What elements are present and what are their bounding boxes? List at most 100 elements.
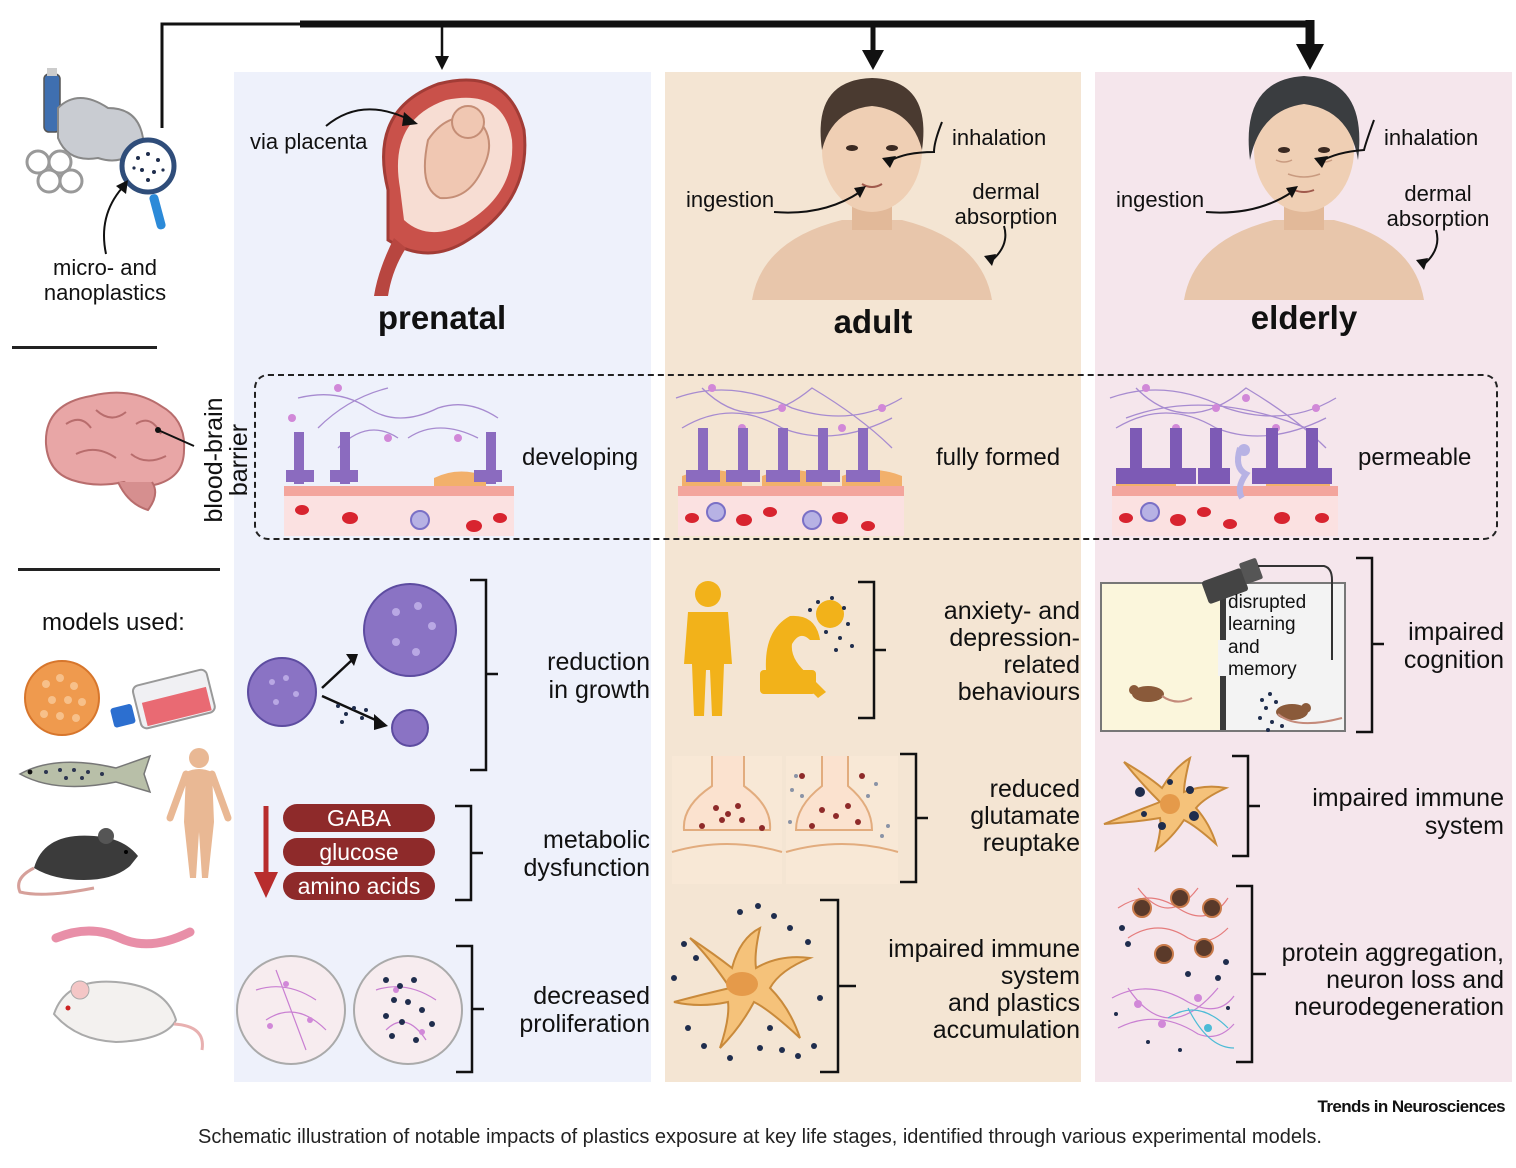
prenatal-effect-metabolic: metabolic dysfunction [490, 826, 650, 882]
prenatal-effect-proliferation: decreased proliferation [490, 982, 650, 1038]
bracket-elderly-3 [1236, 884, 1266, 1064]
bracket-adult-2 [900, 752, 928, 884]
petri-dish-icons [236, 955, 463, 1065]
synapse-illustration [671, 756, 899, 884]
adult-effect-glutamate-line2: glutamate [970, 802, 1080, 830]
elderly-effect-neurodegeneration: protein aggregation, neuron loss and neu… [1250, 940, 1504, 1021]
bracket-prenatal-2 [455, 804, 483, 902]
elderly-route-dermal: dermal absorption [1378, 181, 1498, 231]
source-label: micro- and nanoplastics [20, 255, 190, 305]
source-label-line2: nanoplastics [43, 279, 167, 305]
maze-caption: disrupted learning and memory [1228, 592, 1306, 682]
prenatal-effect-proliferation-line2: proliferation [519, 1010, 650, 1038]
pill-amino-acids: amino acids [283, 872, 435, 900]
cell-culture-flask-icon [110, 668, 216, 730]
placenta-pointer-arrow [325, 108, 418, 127]
elderly-microglia-icon [1103, 755, 1230, 853]
adult-effect-immune-line2: system [1000, 962, 1080, 990]
adult-route-ingestion: ingestion [686, 187, 775, 212]
adult-route-inhalation: inhalation [952, 125, 1047, 150]
zebrafish-icon [18, 754, 152, 794]
elderly-effect-immune-line2: system [1424, 812, 1504, 840]
worm-icon [51, 926, 195, 949]
adult-route-arrows [773, 121, 1007, 266]
route-via-placenta: via placenta [250, 129, 368, 154]
rat-icon [17, 828, 138, 896]
anxiety-figures-icon [684, 581, 854, 716]
bracket-elderly-2 [1232, 754, 1260, 858]
prenatal-effect-metabolic-line1: metabolic [543, 826, 650, 854]
bbb-state-developing: developing [522, 444, 639, 471]
bracket-adult-3 [820, 898, 856, 1074]
prenatal-effect-growth-line2: in growth [548, 676, 650, 704]
arena-light-zone [1102, 584, 1220, 730]
elderly-effect-cognition-line1: impaired [1408, 618, 1504, 646]
adult-route-dermal: dermal absorption [946, 179, 1066, 229]
adult-effect-immune: impaired immune system and plastics accu… [860, 936, 1080, 1044]
elderly-portrait [1184, 76, 1424, 300]
brain-icon [44, 391, 195, 512]
prenatal-title: prenatal [377, 299, 507, 336]
adult-effect-anxiety-line4: behaviours [957, 678, 1080, 706]
elderly-title: elderly [1250, 299, 1358, 336]
maze-caption-line2: learning [1228, 614, 1296, 636]
bbb-label-line2: barrier [225, 423, 253, 497]
elderly-route-ingestion: ingestion [1116, 187, 1205, 212]
rat-in-arena-icon [1129, 685, 1193, 703]
adult-effect-anxiety-line3: related [1003, 651, 1080, 679]
maze-caption-line4: memory [1228, 659, 1297, 681]
micro-and-nanoplastics-icon [25, 68, 177, 230]
adult-effect-immune-line3: and plastics [947, 989, 1080, 1017]
figure-caption: Schematic illustration of notable impact… [198, 1126, 1322, 1148]
source-pointer-arrow [103, 180, 128, 255]
human-model-icon [166, 748, 232, 878]
uterus-fetus-icon [374, 78, 527, 296]
rat-with-plastics-icon [1258, 692, 1343, 732]
models-label: models used: [42, 609, 185, 636]
elderly-effect-neuro-line3: neurodegeneration [1294, 993, 1504, 1021]
bbb-label: blood-brain barrier [200, 370, 262, 550]
bbb-fully-formed-illustration [675, 384, 904, 536]
mouse-icon [52, 980, 204, 1051]
journal-label: Trends in Neurosciences [1317, 1097, 1506, 1116]
prenatal-effect-proliferation-line1: decreased [533, 982, 650, 1010]
elderly-effect-immune-line1: impaired immune [1312, 784, 1504, 812]
source-label-line1: micro- and [53, 255, 157, 280]
elderly-route-inhalation: inhalation [1384, 125, 1479, 150]
elderly-effect-immune: impaired immune system [1284, 784, 1504, 840]
microglia-plastics-illustration [671, 903, 823, 1061]
bbb-developing-illustration [284, 384, 514, 536]
neurodegeneration-illustration [1111, 887, 1235, 1052]
elderly-route-dermal-line1: dermal [1404, 181, 1472, 206]
adult-effect-anxiety-line2: depression- [949, 624, 1080, 652]
maze-caption-line1: disrupted [1228, 592, 1307, 613]
bracket-prenatal-3 [456, 944, 484, 1074]
prenatal-effect-growth: reduction in growth [490, 648, 650, 704]
bracket-prenatal-1 [470, 578, 498, 772]
adult-effect-glutamate-line1: reduced [989, 775, 1080, 803]
organoid-growth-illustration [247, 583, 457, 747]
elderly-route-arrows [1205, 119, 1439, 270]
adult-effect-glutamate: reduced glutamate reuptake [900, 776, 1080, 857]
bbb-state-permeable: permeable [1358, 444, 1472, 471]
divider-bottom [18, 568, 220, 571]
adult-portrait [752, 78, 992, 300]
bbb-permeable-illustration [1109, 384, 1338, 536]
elderly-effect-cognition: impaired cognition [1384, 618, 1504, 674]
decrease-arrow-icon [254, 806, 278, 898]
prenatal-effect-growth-line1: reduction [547, 648, 650, 676]
adult-effect-glutamate-line3: reuptake [982, 829, 1080, 857]
elderly-effect-cognition-line2: cognition [1403, 646, 1504, 674]
maze-caption-line3: and [1228, 636, 1260, 658]
exposure-arrows [160, 20, 1324, 128]
adult-effect-anxiety: anxiety- and depression- related behavio… [880, 598, 1080, 706]
organoid-icon [24, 660, 100, 736]
bbb-state-fully-formed: fully formed [936, 444, 1061, 471]
adult-effect-anxiety-line1: anxiety- and [943, 597, 1080, 625]
adult-effect-immune-line1: impaired immune [888, 935, 1080, 963]
elderly-effect-neuro-line2: neuron loss and [1326, 966, 1504, 994]
adult-title: adult [833, 303, 913, 340]
bracket-adult-1 [858, 580, 886, 720]
pill-gaba: GABA [283, 804, 435, 832]
elderly-route-dermal-line2: absorption [1386, 205, 1490, 231]
